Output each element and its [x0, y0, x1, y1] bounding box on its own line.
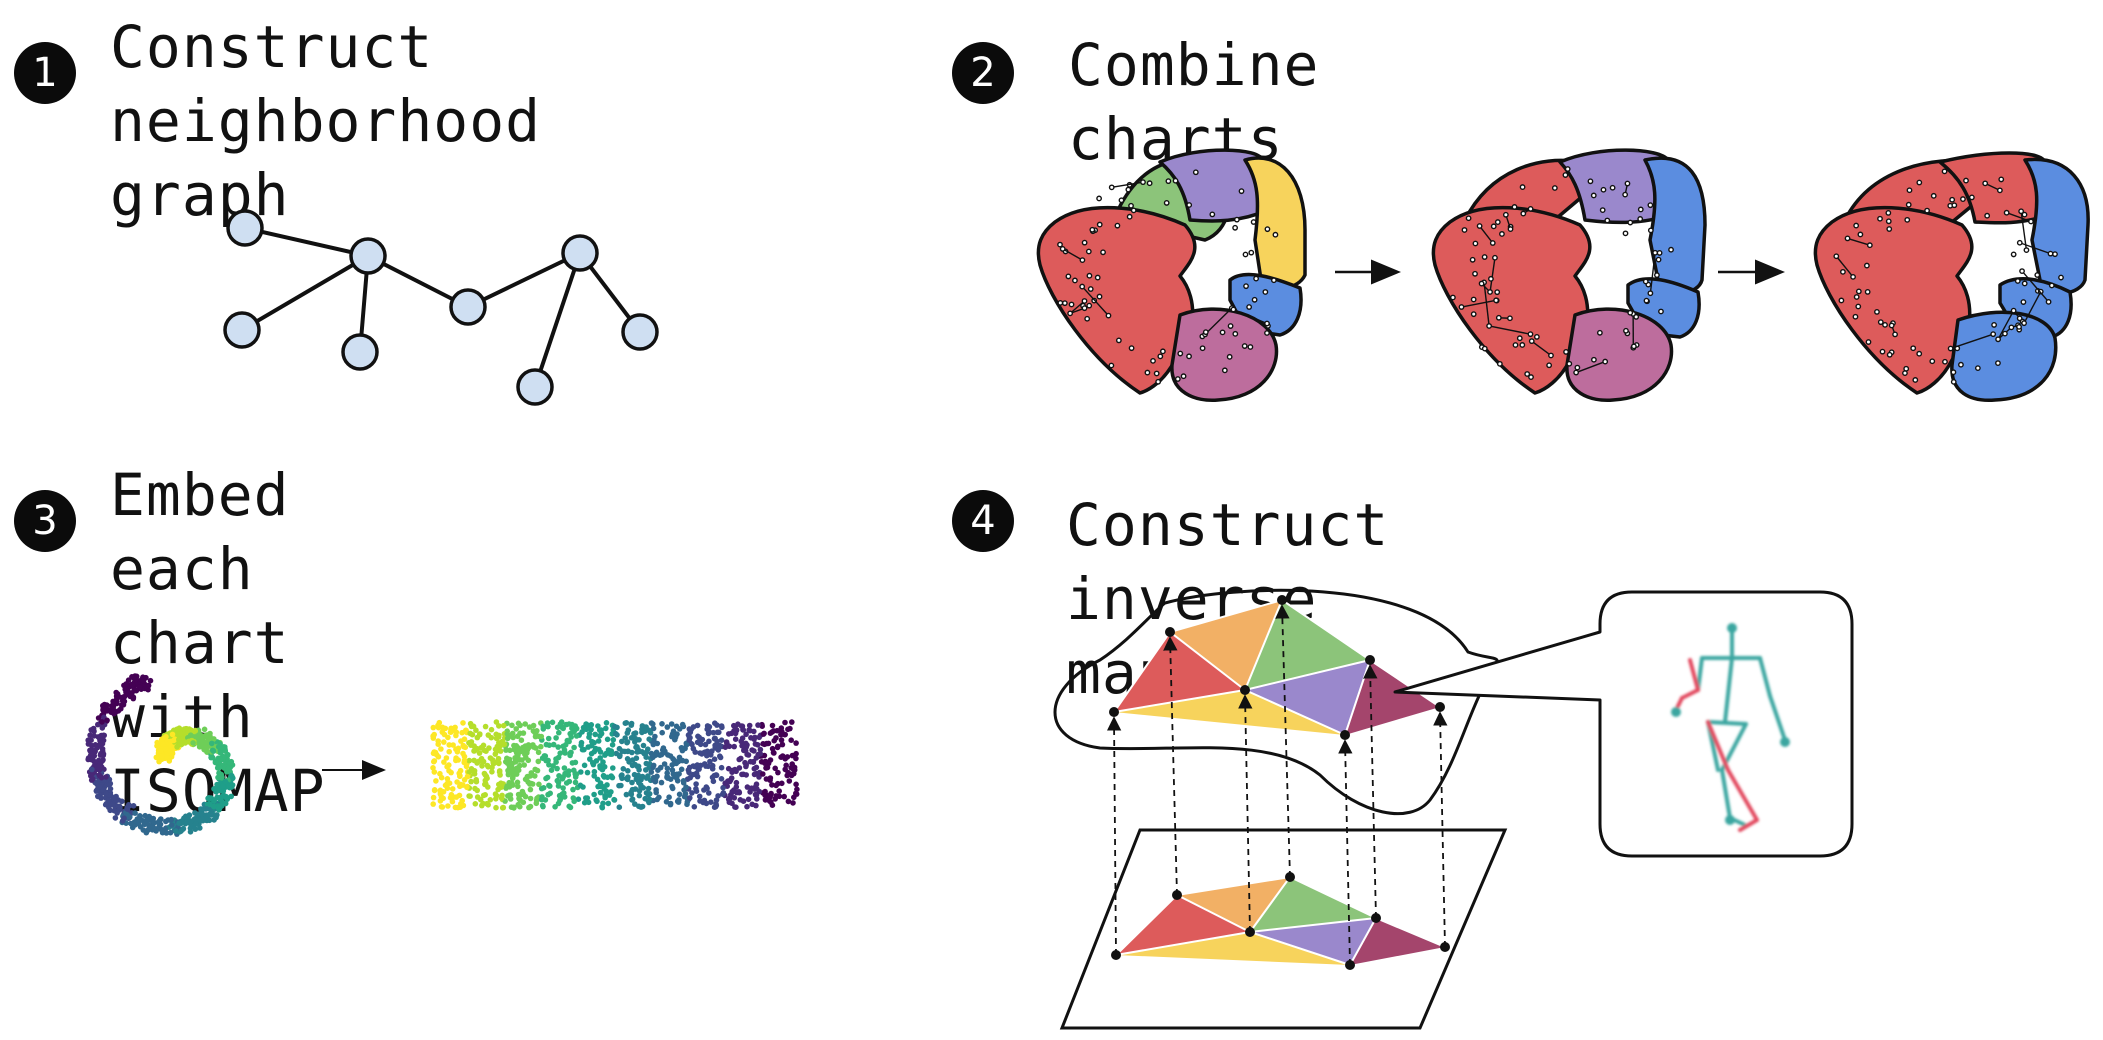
manifold-surface	[1053, 588, 1499, 816]
step-3-badge: 3	[14, 490, 76, 552]
swiss-roll-point-cloud	[85, 673, 236, 837]
graph-node	[561, 234, 599, 272]
chart-stage-3	[1813, 151, 2090, 402]
graph-node	[223, 311, 261, 349]
step-1-title: Construct neighborhood graph	[110, 13, 542, 229]
graph-node	[621, 313, 659, 351]
step-2-title: Combine charts	[1068, 31, 1320, 173]
inverse-mapping-arrows	[1106, 604, 1448, 966]
unrolled-embedding-point-cloud	[430, 719, 800, 811]
graph-node	[449, 288, 487, 326]
neighborhood-graph	[223, 209, 659, 406]
graph-node	[349, 237, 387, 275]
latent-plane	[1059, 828, 1508, 1030]
chart-point-graph-texture	[1057, 166, 2064, 385]
graph-node	[226, 209, 264, 247]
graph-node	[341, 333, 379, 371]
step-1-badge: 1	[14, 42, 76, 104]
graph-node	[516, 368, 554, 406]
pose-callout	[1393, 590, 1854, 858]
chart-stage-1	[1036, 148, 1307, 402]
step-2-badge: 2	[952, 42, 1014, 104]
step-4-badge: 4	[952, 490, 1014, 552]
stick-figure-pose-icon	[1671, 623, 1790, 832]
